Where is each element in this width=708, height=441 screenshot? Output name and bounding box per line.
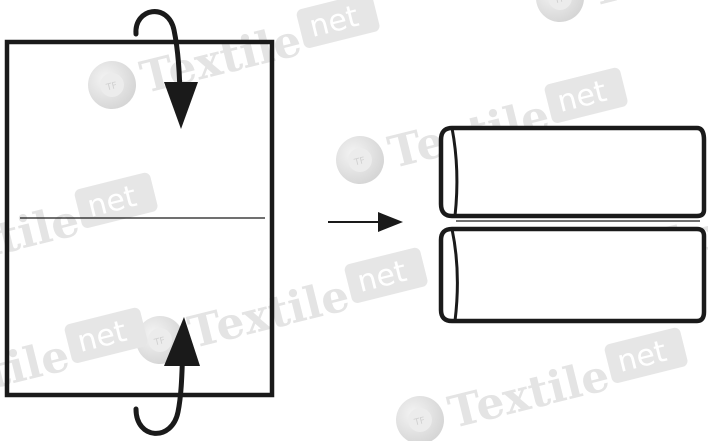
textile-net-watermark	[0, 306, 153, 433]
textile-net-watermark	[81, 0, 385, 118]
sheet-outline	[4, 39, 275, 398]
textile-net-watermark	[529, 0, 708, 31]
folded-bottom-half	[438, 226, 707, 324]
textile-net-watermark	[389, 326, 693, 441]
textile-net-watermark	[0, 171, 163, 298]
fold-up-arrow-icon	[133, 317, 200, 436]
right-arrow-icon	[328, 212, 403, 232]
folded-sheet	[438, 125, 707, 324]
folded-top-half	[438, 125, 707, 219]
unfolded-sheet	[4, 9, 275, 436]
fold-down-arrow-icon	[133, 9, 198, 129]
